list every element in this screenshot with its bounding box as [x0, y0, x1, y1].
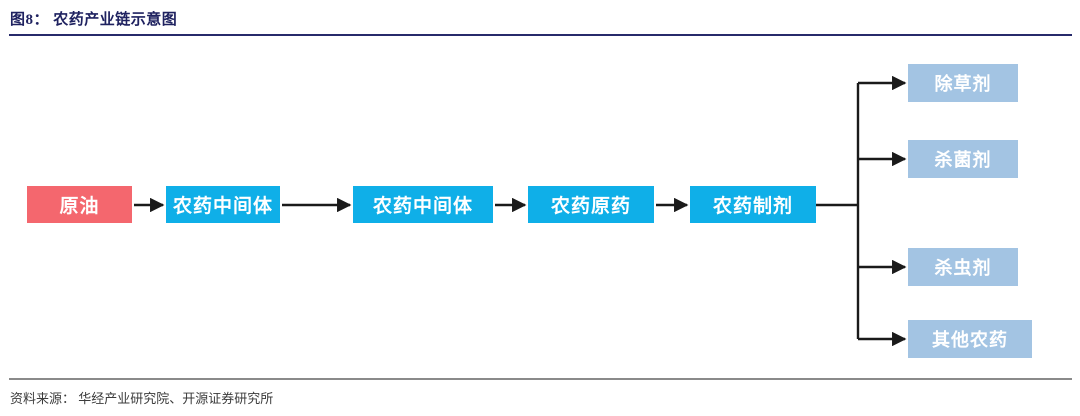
node-other-pesticide: 其他农药 [908, 320, 1032, 358]
node-pesticide-technical: 农药原药 [528, 186, 654, 223]
source-note: 资料来源： 华经产业研究院、开源证券研究所 [10, 391, 274, 406]
connector-layer [134, 75, 907, 347]
node-pesticide-intermediate-2: 农药中间体 [353, 186, 493, 223]
node-pesticide-formulation: 农药制剂 [690, 186, 816, 223]
node-pesticide-intermediate-1: 农药中间体 [166, 186, 280, 223]
node-herbicide: 除草剂 [908, 64, 1018, 102]
pesticide-value-chain-diagram: 原油 农药中间体 农药中间体 农药原药 农药制剂 除草剂 杀菌剂 杀虫剂 其他农… [0, 36, 1080, 378]
node-insecticide: 杀虫剂 [908, 248, 1018, 286]
figure-title: 图8： 农药产业链示意图 [10, 12, 178, 28]
node-crude-oil: 原油 [27, 186, 132, 223]
header-divider [9, 34, 1072, 36]
footer-divider [9, 378, 1072, 380]
node-fungicide: 杀菌剂 [908, 140, 1018, 178]
